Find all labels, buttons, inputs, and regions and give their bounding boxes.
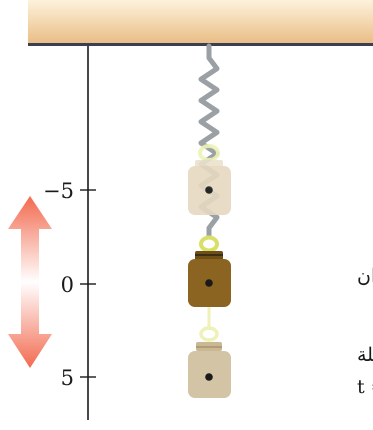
tick-label-5: 5 xyxy=(61,366,74,390)
axis-tick-5: 5 xyxy=(61,366,96,390)
tick-label-minus-5: −5 xyxy=(43,179,74,203)
equilibrium-label: موقع الاتزان xyxy=(357,265,373,287)
axis-tick-minus-5: −5 xyxy=(43,179,96,203)
ceiling xyxy=(28,0,373,44)
tick-label-0: 0 xyxy=(61,273,74,297)
block-amplitude-position xyxy=(188,144,231,215)
oscillation-arrow xyxy=(8,196,52,368)
axis-tick-0: 0 xyxy=(61,273,96,297)
block-initial-position xyxy=(188,342,231,398)
initial-position-label-line1: موقع الكتلة xyxy=(357,344,373,366)
spring-hook-ring xyxy=(199,235,219,253)
initial-position-label-line2: عندما t = 0 xyxy=(357,376,373,398)
block-equilibrium xyxy=(188,251,231,307)
